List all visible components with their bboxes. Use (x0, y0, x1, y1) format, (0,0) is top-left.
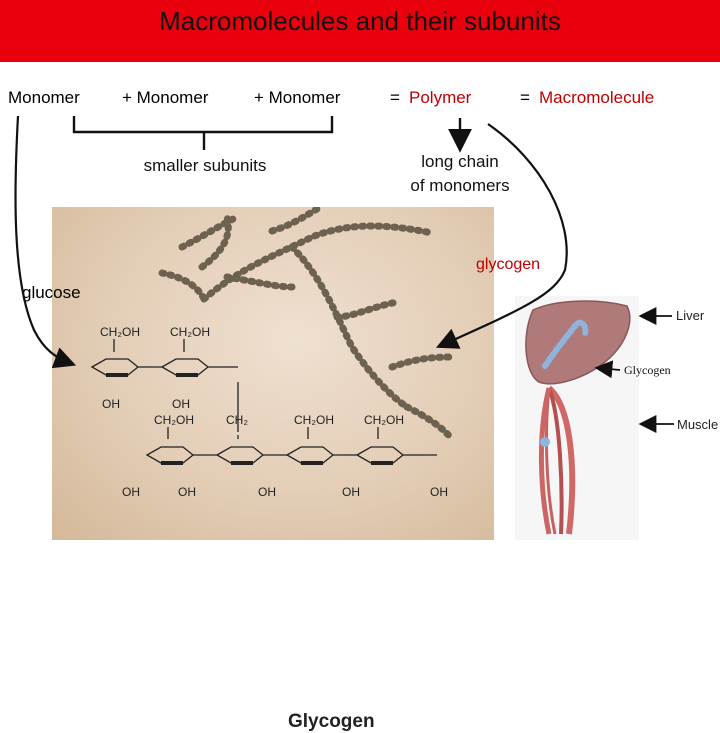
monomer-label-2: + Monomer (122, 88, 209, 107)
glucose-arrow (14, 115, 77, 369)
title-bar (0, 0, 720, 62)
ring-label-ch2: CH₂ (226, 413, 248, 427)
liver-muscle-drawing (525, 300, 631, 535)
ring-label-oh-2: OH (172, 397, 190, 411)
liver-label: Liver (676, 308, 705, 323)
macromolecule-equals: = (520, 88, 530, 107)
organ-glycogen-label: Glycogen (624, 363, 671, 377)
ring-label-ch2oh-3: CH₂OH (154, 413, 194, 427)
glucose-note: glucose (22, 283, 81, 302)
ring-label-oh-4: OH (178, 485, 196, 499)
long-chain-note-line2: of monomers (410, 176, 510, 195)
macromolecule-label: Macromolecule (539, 88, 655, 107)
polymer-equals: = (390, 88, 400, 107)
long-chain-note-line1: long chain (421, 152, 499, 171)
ring-label-oh-5: OH (258, 485, 276, 499)
glycogen-structure-image: CH₂OH CH₂OH CH₂ CH₂OH CH₂OH CH₂OH OH OH … (52, 207, 494, 732)
glycogen-pointer (594, 360, 621, 379)
ring-label-ch2oh-5: CH₂OH (364, 413, 404, 427)
ring-label-ch2oh-2: CH₂OH (170, 325, 210, 339)
smaller-subunits-note: smaller subunits (143, 156, 267, 175)
glycogen-note: glycogen (476, 256, 541, 273)
polymer-label: Polymer (409, 88, 472, 107)
monomer-label-1: Monomer (8, 88, 80, 107)
glycogen-caption: Glycogen (288, 711, 375, 732)
glycogen-bead-model (90, 207, 456, 465)
page-title: Macromolecules and their subunits (159, 6, 561, 36)
ring-label-oh-1: OH (102, 397, 120, 411)
ring-label-ch2oh-1: CH₂OH (100, 325, 140, 339)
ring-label-oh-3: OH (122, 485, 140, 499)
muscle-label: Muscle (677, 417, 719, 432)
connector-overlay (14, 115, 674, 433)
ring-label-oh-7: OH (430, 485, 448, 499)
glycogen-arrow (435, 123, 568, 349)
organ-illustration (515, 296, 639, 540)
ring-label-oh-6: OH (342, 485, 360, 499)
monomer-label-3: + Monomer (254, 88, 341, 107)
subunit-bracket (72, 116, 334, 150)
ring-label-ch2oh-4: CH₂OH (294, 413, 334, 427)
